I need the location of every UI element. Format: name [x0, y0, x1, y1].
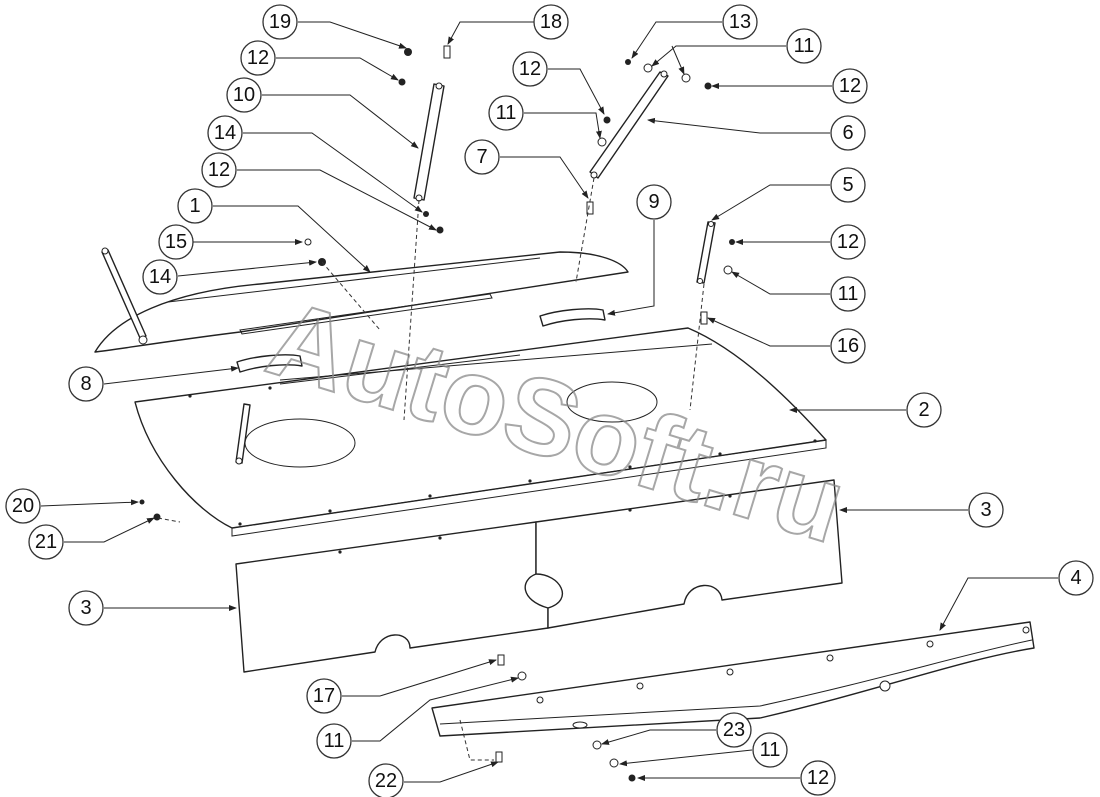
svg-text:9: 9 [648, 191, 659, 213]
svg-text:21: 21 [35, 531, 57, 553]
callout-12: 12 [832, 68, 868, 104]
part-1-upper-panel [94, 251, 629, 353]
svg-text:11: 11 [496, 102, 517, 124]
svg-text:5: 5 [842, 174, 853, 196]
svg-text:12: 12 [208, 159, 230, 181]
svg-text:16: 16 [837, 335, 859, 357]
svg-text:12: 12 [837, 231, 859, 253]
callout-4: 4 [1058, 560, 1094, 596]
svg-text:19: 19 [269, 11, 291, 33]
callout-11: 11 [752, 732, 788, 768]
callout-13: 13 [722, 4, 758, 40]
part-2-main-panel [134, 327, 827, 537]
callout-14: 14 [142, 259, 178, 295]
svg-text:11: 11 [838, 283, 859, 305]
assembly-lines [157, 177, 705, 761]
svg-text:22: 22 [375, 770, 397, 792]
callout-12: 12 [201, 152, 237, 188]
svg-text:12: 12 [519, 58, 541, 80]
svg-text:7: 7 [476, 146, 487, 168]
svg-text:12: 12 [807, 767, 829, 789]
part-10-vertical-bar [413, 82, 445, 202]
callout-12: 12 [240, 40, 276, 76]
part-3-lower-shield [235, 479, 843, 673]
callout-12: 12 [800, 760, 836, 796]
callout-18: 18 [533, 4, 569, 40]
callout-19: 19 [262, 4, 298, 40]
svg-text:18: 18 [540, 11, 562, 33]
callout-20: 20 [5, 488, 41, 524]
svg-text:11: 11 [794, 35, 815, 57]
part-9-label-plate [539, 308, 606, 327]
callout-2: 2 [906, 392, 942, 428]
part-6-diagonal-bar [589, 70, 669, 179]
svg-text:13: 13 [729, 11, 751, 33]
svg-text:2: 2 [918, 399, 929, 421]
svg-text:8: 8 [80, 373, 91, 395]
svg-text:3: 3 [980, 499, 991, 521]
svg-text:12: 12 [839, 75, 861, 97]
svg-text:10: 10 [233, 84, 255, 106]
callout-9: 9 [636, 184, 672, 220]
callout-3: 3 [68, 590, 104, 626]
svg-text:20: 20 [12, 495, 34, 517]
callout-10: 10 [226, 77, 262, 113]
callout-11: 11 [786, 28, 822, 64]
part-4-long-bar [431, 621, 1035, 737]
callout-22: 22 [368, 763, 404, 797]
callout-5: 5 [830, 167, 866, 203]
callout-21: 21 [28, 524, 64, 560]
callout-14: 14 [207, 115, 243, 151]
svg-text:11: 11 [324, 730, 345, 752]
leader-lines [40, 21, 1058, 783]
callout-6: 6 [830, 115, 866, 151]
svg-text:3: 3 [80, 597, 91, 619]
callout-23: 23 [716, 712, 752, 748]
callout-11: 11 [488, 95, 524, 131]
callout-15: 15 [158, 224, 194, 260]
svg-text:4: 4 [1070, 567, 1081, 589]
callout-11: 11 [316, 723, 352, 759]
callout-8: 8 [68, 366, 104, 402]
svg-text:23: 23 [723, 719, 745, 741]
callout-12: 12 [512, 51, 548, 87]
svg-text:14: 14 [214, 122, 236, 144]
callout-7: 7 [464, 139, 500, 175]
callout-11: 11 [830, 276, 866, 312]
part-strut-left [101, 247, 148, 345]
svg-text:6: 6 [842, 122, 853, 144]
callout-17: 17 [306, 678, 342, 714]
svg-text:14: 14 [149, 266, 171, 288]
svg-text:12: 12 [247, 47, 269, 69]
callout-1: 1 [177, 188, 213, 224]
callout-12: 12 [830, 224, 866, 260]
part-8-label-plate [236, 354, 303, 373]
callout-3: 3 [968, 492, 1004, 528]
svg-text:15: 15 [165, 231, 187, 253]
svg-text:11: 11 [760, 739, 781, 761]
part-strut-on-panel [235, 403, 251, 465]
svg-text:1: 1 [189, 195, 200, 217]
part-5-small-bar [696, 221, 716, 284]
callout-16: 16 [830, 328, 866, 364]
svg-text:17: 17 [313, 685, 335, 707]
hardware [139, 45, 735, 782]
